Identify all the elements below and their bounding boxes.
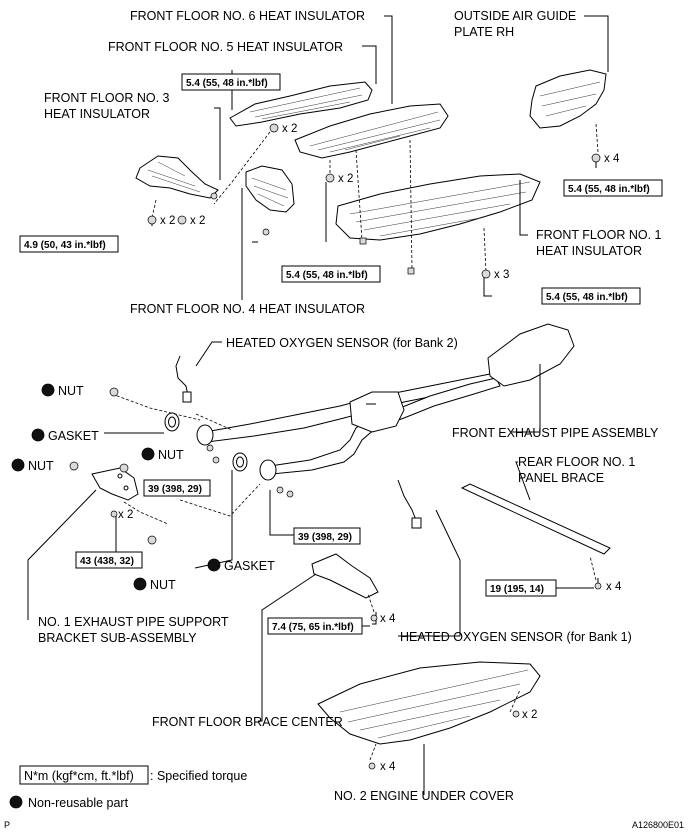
legend-torque-units: N*m (kgf*cm, ft.*lbf)	[24, 769, 134, 783]
torque-box-oag	[563, 179, 663, 197]
torque-19: 19 (195, 14)	[490, 584, 544, 595]
qty-under-cover-x2: x 2	[522, 709, 537, 721]
legend-torque-description: : Specified torque	[150, 769, 247, 783]
label-front-floor-no4-heat-insulator: FRONT FLOOR NO. 4 HEAT INSULATOR	[130, 302, 365, 316]
front-floor-brace-center-shape	[311, 553, 379, 599]
front-floor-no1-heat-insulator	[335, 173, 541, 241]
qty-under-cover-x4: x 4	[380, 761, 396, 773]
label-nut-4: NUT	[150, 578, 176, 592]
footer-page-letter: P	[4, 820, 10, 830]
alignment-dashed-lines	[111, 123, 599, 761]
no1-exhaust-pipe-support-bracket-shape	[91, 467, 139, 501]
label-heated-oxygen-sensor-bank2: HEATED OXYGEN SENSOR (for Bank 2)	[226, 336, 458, 350]
front-floor-no4-heat-insulator	[245, 165, 295, 213]
label-nut-3: NUT	[28, 459, 54, 473]
heated-oxygen-sensor-bank1-shape	[397, 479, 422, 529]
front-floor-no5-heat-insulator	[294, 103, 449, 159]
label-no2-engine-under-cover: NO. 2 ENGINE UNDER COVER	[334, 789, 514, 803]
torque-box-ffi3	[19, 235, 119, 253]
label-gasket-1: GASKET	[48, 429, 99, 443]
label-nut-1: NUT	[58, 384, 84, 398]
label-front-floor-no1-line2: HEAT INSULATOR	[536, 244, 642, 258]
torque-43: 43 (438, 32)	[80, 556, 134, 567]
footer-figure-code: A126800E01	[632, 820, 684, 830]
gasket-upper-shape	[164, 412, 180, 432]
torque-oag: 5.4 (55, 48 in.*lbf)	[568, 184, 650, 195]
label-nut-2: NUT	[158, 448, 184, 462]
label-front-exhaust-pipe-assembly: FRONT EXHAUST PIPE ASSEMBLY	[452, 426, 659, 440]
torque-39b: 39 (398, 29)	[298, 532, 352, 543]
label-rear-floor-no1-line2: PANEL BRACE	[518, 471, 604, 485]
qty-oag-x4: x 4	[604, 153, 620, 165]
label-front-floor-no3-line2: HEAT INSULATOR	[44, 107, 150, 121]
fasteners	[69, 123, 602, 770]
nonreusable-marker-nut-1	[41, 383, 55, 397]
nonreusable-marker-nut-3	[11, 458, 25, 472]
torque-box-center	[281, 265, 381, 283]
torque-box-ffi1	[541, 287, 641, 305]
qty-ffi3-x2b: x 2	[190, 215, 205, 227]
no2-engine-under-cover-shape	[317, 661, 541, 745]
nonreusable-marker-nut-4	[133, 577, 147, 591]
torque-ffi5: 5.4 (55, 48 in.*lbf)	[186, 78, 268, 89]
legend-nonreusable-text: Non-reusable part	[28, 796, 129, 810]
label-outside-air-guide-line2: PLATE RH	[454, 25, 514, 39]
qty-ffi1-x2: x 2	[338, 173, 353, 185]
torque-ffi3: 4.9 (50, 43 in.*lbf)	[24, 240, 106, 251]
front-floor-no6-heat-insulator	[229, 81, 373, 127]
qty-panel-brace-x4: x 4	[606, 581, 622, 593]
label-heated-oxygen-sensor-bank1: HEATED OXYGEN SENSOR (for Bank 1)	[400, 630, 632, 644]
torque-center: 5.4 (55, 48 in.*lbf)	[286, 270, 368, 281]
front-floor-no3-heat-insulator	[135, 155, 219, 199]
label-support-bracket-line2: BRACKET SUB-ASSEMBLY	[38, 631, 197, 645]
qty-ffi5-x2: x 2	[282, 123, 297, 135]
nonreusable-marker-gasket-2	[207, 558, 221, 572]
rear-floor-no1-panel-brace-shape	[460, 483, 611, 555]
label-rear-floor-no1-line1: REAR FLOOR NO. 1	[518, 455, 635, 469]
torque-74: 7.4 (75, 65 in.*lbf)	[272, 622, 354, 633]
label-front-floor-no1-line1: FRONT FLOOR NO. 1	[536, 228, 662, 242]
label-outside-air-guide-line1: OUTSIDE AIR GUIDE	[454, 9, 576, 23]
torque-39a: 39 (398, 29)	[148, 484, 202, 495]
label-gasket-2: GASKET	[224, 559, 275, 573]
qty-ffi1-x3: x 3	[494, 269, 509, 281]
legend-torque-box	[19, 765, 149, 785]
front-exhaust-pipe-assembly-shape	[196, 323, 575, 481]
qty-ffi3-x2a: x 2	[160, 215, 175, 227]
torque-box-39b	[293, 527, 361, 545]
gasket-lower-shape	[232, 452, 248, 472]
outside-air-guide-plate-rh	[529, 69, 607, 129]
label-front-floor-no6-heat-insulator: FRONT FLOOR NO. 6 HEAT INSULATOR	[130, 9, 365, 23]
legend-nonreusable-marker	[9, 795, 23, 809]
qty-brace-center-x4: x 4	[380, 613, 396, 625]
qty-support-x2: x 2	[118, 509, 133, 521]
label-front-floor-no3-line1: FRONT FLOOR NO. 3	[44, 91, 170, 105]
nonreusable-marker-gasket-1	[31, 428, 45, 442]
leader-lines	[27, 15, 609, 795]
label-support-bracket-line1: NO. 1 EXHAUST PIPE SUPPORT	[38, 615, 229, 629]
torque-box-43	[75, 551, 143, 569]
torque-ffi1: 5.4 (55, 48 in.*lbf)	[546, 292, 628, 303]
torque-box-39a	[143, 479, 211, 497]
nonreusable-marker-nut-2	[141, 447, 155, 461]
label-front-floor-no5-heat-insulator: FRONT FLOOR NO. 5 HEAT INSULATOR	[108, 40, 343, 54]
heated-oxygen-sensor-bank2-shape	[175, 355, 192, 403]
label-front-floor-brace-center: FRONT FLOOR BRACE CENTER	[152, 715, 343, 729]
torque-box-ffi5	[181, 73, 281, 91]
